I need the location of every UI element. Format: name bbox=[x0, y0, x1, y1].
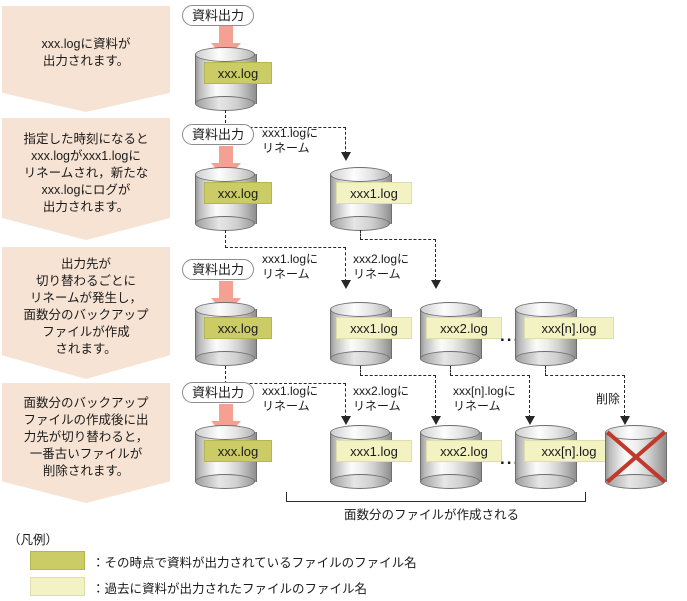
rename-caption-row-4-1: xxx1.logに リネーム bbox=[262, 384, 319, 413]
ellipsis-row-3: ... bbox=[500, 326, 521, 345]
callout-2: 指定した時刻になると xxx.logがxxx1.logに リネームされ，新たな … bbox=[2, 118, 170, 240]
connector-row-2-f1-vertical-b bbox=[345, 247, 346, 282]
backup-range-caption: 面数分のファイルが作成される bbox=[344, 508, 520, 522]
connector-row-2-f1-vertical-a bbox=[225, 230, 226, 248]
cylinder-top bbox=[330, 167, 390, 182]
file-tag-row-1-file-1: xxx.log bbox=[204, 62, 272, 84]
rename-caption-row-3-2: xxx2.logに リネーム bbox=[353, 252, 410, 281]
delete-x-icon bbox=[600, 424, 670, 490]
cylinder-top bbox=[515, 302, 575, 317]
file-tag-row-4-file-4: xxx[n].log bbox=[524, 440, 614, 462]
cylinder-top bbox=[195, 47, 255, 62]
cylinder-bottom bbox=[515, 351, 575, 366]
legend-swatch-old bbox=[30, 577, 85, 596]
connector-row-3-f3-vertical-b bbox=[529, 375, 530, 418]
legend-text-old: ：過去に資料が出力されたファイルのファイル名 bbox=[92, 582, 368, 596]
connector-row-1-to-2-horizontal bbox=[225, 127, 346, 128]
connector-row-3-f2-vertical-a bbox=[360, 366, 361, 376]
connector-row-2-f1-horizontal bbox=[225, 247, 346, 248]
connector-row-3-f4-vertical-a bbox=[545, 366, 546, 376]
connector-row-1-to-2-vertical-b bbox=[345, 127, 346, 154]
delete-caption-row-4: 削除 bbox=[595, 392, 620, 406]
legend-swatch-active bbox=[30, 551, 85, 570]
cylinder-bottom bbox=[195, 96, 255, 111]
cylinder-top bbox=[195, 167, 255, 182]
arrowhead-row-4-file-3 bbox=[431, 416, 441, 425]
cylinder-bottom bbox=[420, 474, 480, 489]
rename-caption-row-2-1: xxx1.logに リネーム bbox=[262, 126, 319, 155]
cylinder-bottom bbox=[330, 351, 390, 366]
output-pill-row-1: 資料出力 bbox=[182, 5, 255, 26]
connector-row-3-f3-horizontal bbox=[450, 375, 530, 376]
callout-4-text: 面数分のバックアップ ファイルの作成後に出 力先が切り替わると， 一番古いファイ… bbox=[23, 395, 149, 478]
arrowhead-row-4-file-5-delete bbox=[620, 416, 630, 425]
arrowhead-row-4-file-2 bbox=[341, 416, 351, 425]
cylinder-top bbox=[330, 425, 390, 440]
ellipsis-row-4: ... bbox=[500, 449, 521, 468]
connector-row-3-f2-horizontal bbox=[360, 375, 436, 376]
rename-caption-row-4-2: xxx2.logに リネーム bbox=[353, 384, 410, 413]
cylinder-bottom bbox=[515, 474, 575, 489]
arrowhead-row-3-file-2 bbox=[341, 280, 351, 289]
connector-row-3-f1-horizontal bbox=[225, 383, 346, 384]
cylinder-top bbox=[330, 302, 390, 317]
file-tag-row-3-file-2: xxx1.log bbox=[336, 317, 412, 339]
arrowhead-row-2-file-2 bbox=[341, 152, 351, 161]
connector-row-3-f2-vertical-b bbox=[435, 375, 436, 418]
arrowhead-row-3-file-3 bbox=[431, 280, 441, 289]
file-tag-row-2-file-2: xxx1.log bbox=[336, 182, 412, 204]
callout-1: xxx.logに資料が 出力されます。 bbox=[2, 6, 170, 112]
file-tag-row-4-file-1: xxx.log bbox=[204, 440, 272, 462]
legend-title: （凡例） bbox=[8, 533, 59, 547]
callout-3: 出力先が 切り替わるごとに リネームが発生し， 面数分のバックアップ ファイルが… bbox=[2, 247, 170, 379]
file-tag-row-4-file-2: xxx1.log bbox=[336, 440, 412, 462]
callout-4: 面数分のバックアップ ファイルの作成後に出 力先が切り替わると， 一番古いファイ… bbox=[2, 383, 170, 503]
cylinder-bottom bbox=[195, 474, 255, 489]
cylinder-top bbox=[515, 425, 575, 440]
connector-row-2-f2-horizontal bbox=[360, 239, 436, 240]
cylinder-bottom bbox=[330, 474, 390, 489]
callout-3-text: 出力先が 切り替わるごとに リネームが発生し， 面数分のバックアップ ファイルが… bbox=[23, 257, 149, 356]
connector-row-3-f3-vertical-a bbox=[450, 366, 451, 376]
cylinder-bottom bbox=[195, 216, 255, 231]
output-pill-row-3: 資料出力 bbox=[182, 259, 255, 280]
callout-1-text: xxx.logに資料が 出力されます。 bbox=[41, 37, 131, 68]
connector-row-2-f2-vertical-a bbox=[360, 230, 361, 240]
file-tag-row-4-file-3: xxx2.log bbox=[426, 440, 502, 462]
cylinder-top bbox=[420, 425, 480, 440]
backup-range-bracket bbox=[286, 492, 586, 502]
cylinder-top bbox=[420, 302, 480, 317]
cylinder-bottom bbox=[330, 216, 390, 231]
connector-row-1-to-2-vertical-a bbox=[225, 110, 226, 128]
connector-row-3-f1-vertical-a bbox=[225, 366, 226, 384]
cylinder-top bbox=[195, 302, 255, 317]
legend-text-active: ：その時点で資料が出力されているファイルのファイル名 bbox=[92, 556, 417, 570]
file-tag-row-3-file-1: xxx.log bbox=[204, 317, 272, 339]
connector-row-3-f4-vertical-b bbox=[624, 375, 625, 418]
file-tag-row-2-file-1: xxx.log bbox=[204, 182, 272, 204]
cylinder-bottom bbox=[420, 351, 480, 366]
output-pill-row-2: 資料出力 bbox=[182, 124, 255, 145]
file-tag-row-3-file-4: xxx[n].log bbox=[524, 317, 614, 339]
rename-caption-row-4-3: xxx[n].logに リネーム bbox=[453, 384, 516, 413]
callout-2-text: 指定した時刻になると xxx.logがxxx1.logに リネームされ，新たな … bbox=[23, 131, 149, 214]
arrowhead-row-4-file-4 bbox=[525, 416, 535, 425]
connector-row-3-f1-vertical-b bbox=[345, 383, 346, 418]
file-tag-row-3-file-3: xxx2.log bbox=[426, 317, 502, 339]
output-pill-row-4: 資料出力 bbox=[182, 382, 255, 403]
connector-row-3-f4-horizontal bbox=[545, 375, 625, 376]
cylinder-bottom bbox=[195, 351, 255, 366]
rename-caption-row-3-1: xxx1.logに リネーム bbox=[262, 252, 319, 281]
cylinder-top bbox=[195, 425, 255, 440]
connector-row-2-f2-vertical-b bbox=[435, 239, 436, 282]
